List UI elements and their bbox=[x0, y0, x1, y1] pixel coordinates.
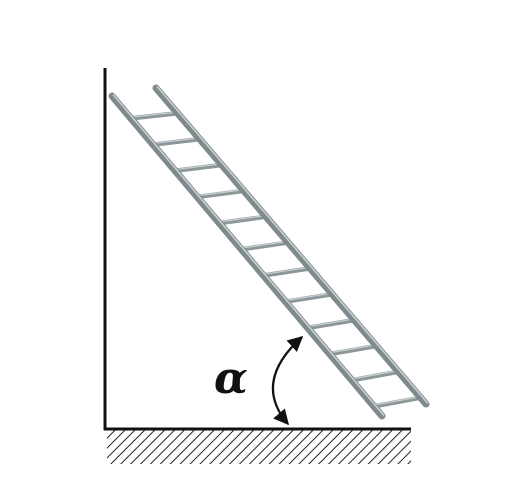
ladder-rung-highlight bbox=[196, 189, 245, 197]
ladder-rung-highlight bbox=[284, 292, 333, 302]
ladder-rail-left-highlight bbox=[112, 94, 385, 416]
ladder-rung bbox=[194, 188, 247, 200]
ladder-rung-highlight bbox=[351, 370, 400, 380]
angle-label: α bbox=[214, 353, 248, 404]
ladder-rail-left bbox=[108, 92, 386, 420]
ground-hatching bbox=[107, 430, 411, 464]
ladder-rung-highlight bbox=[262, 266, 311, 275]
ladder-rail-right-highlight bbox=[156, 86, 429, 404]
angle-arc bbox=[271, 335, 304, 426]
ladder-rail-right bbox=[152, 84, 430, 408]
ladder-rung bbox=[283, 292, 335, 304]
ladder-rung bbox=[349, 369, 401, 383]
ladder-rung-highlight bbox=[130, 111, 179, 118]
ladder bbox=[108, 84, 430, 420]
ladder-rung bbox=[239, 240, 291, 252]
ladder-rung-highlight bbox=[373, 395, 422, 406]
ladder-rung-highlight bbox=[307, 318, 355, 328]
ladder-rung bbox=[150, 136, 202, 147]
ladder-rung bbox=[172, 162, 225, 174]
ladder-rung bbox=[261, 266, 313, 278]
ladder-rung bbox=[327, 343, 379, 357]
ladder-rung bbox=[217, 214, 269, 226]
ladder-rung bbox=[371, 395, 423, 409]
ladder-rung-highlight bbox=[240, 240, 289, 249]
ladder-rung-highlight bbox=[329, 344, 378, 354]
ladder-rung-highlight bbox=[174, 163, 223, 171]
ladder-rung bbox=[128, 111, 180, 121]
ladder-rung-highlight bbox=[218, 214, 267, 223]
ladder-rung bbox=[305, 317, 357, 331]
ladder-rung-highlight bbox=[152, 137, 201, 144]
